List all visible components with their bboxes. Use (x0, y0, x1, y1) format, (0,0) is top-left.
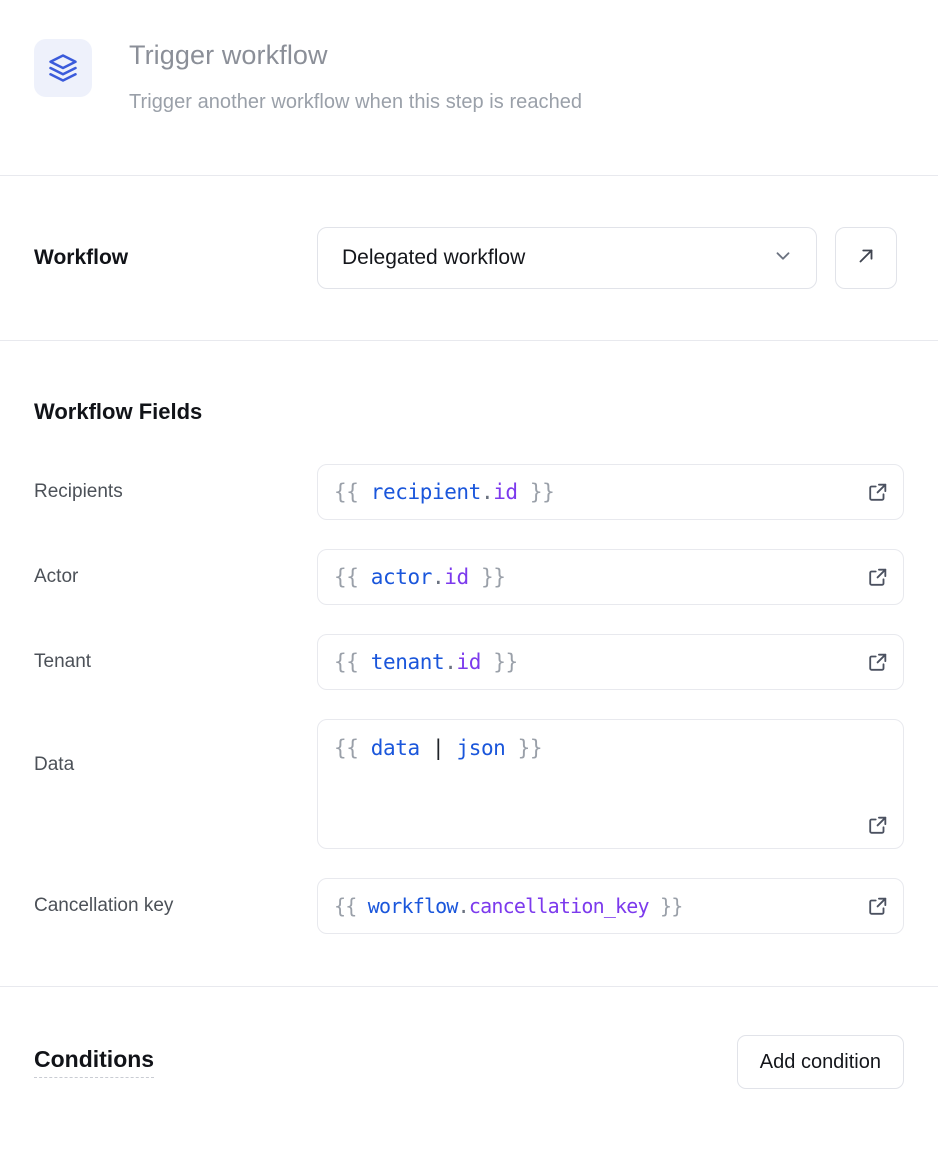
chevron-down-icon (772, 245, 794, 272)
template-input[interactable]: {{ data | json }} (317, 719, 904, 849)
field-label: Recipients (34, 481, 123, 502)
template-value: {{ recipient.id }} (334, 480, 555, 504)
external-link-icon[interactable] (867, 481, 889, 503)
field-row: Actor {{ actor.id }} (34, 549, 904, 605)
field-row: Tenant {{ tenant.id }} (34, 634, 904, 690)
workflow-fields-title: Workflow Fields (34, 399, 203, 424)
add-condition-button[interactable]: Add condition (736, 1034, 904, 1089)
template-input[interactable]: {{ recipient.id }} (317, 464, 904, 520)
field-label: Data (34, 754, 75, 775)
divider-header (0, 175, 938, 176)
conditions-title: Conditions (34, 1045, 155, 1078)
page-subtitle: Trigger another workflow when this step … (129, 91, 583, 113)
template-value: {{ workflow.cancellation_key }} (334, 894, 683, 918)
template-input[interactable]: {{ workflow.cancellation_key }} (317, 878, 904, 934)
field-label: Actor (34, 566, 79, 587)
open-workflow-button[interactable] (835, 227, 897, 289)
template-value: {{ tenant.id }} (334, 650, 518, 674)
template-value: {{ actor.id }} (334, 565, 506, 589)
external-link-icon[interactable] (867, 651, 889, 673)
workflow-fields-section: Workflow Fields Recipients {{ recipient.i… (0, 341, 938, 934)
field-row: Data {{ data | json }} (34, 719, 904, 849)
template-input[interactable]: {{ tenant.id }} (317, 634, 904, 690)
divider-fields (0, 986, 938, 987)
workflow-select[interactable]: Delegated workflow (317, 227, 817, 289)
layers-stack-icon (34, 39, 92, 97)
workflow-section: Workflow Delegated workflow (0, 176, 938, 340)
template-value: {{ data | json }} (334, 736, 543, 760)
step-header-text: Trigger workflow Trigger another workflo… (129, 36, 582, 117)
step-header: Trigger workflow Trigger another workflo… (0, 0, 938, 175)
workflow-select-value: Delegated workflow (342, 246, 526, 269)
field-label: Cancellation key (34, 895, 174, 916)
external-link-icon[interactable] (867, 566, 889, 588)
workflow-fields-list: Recipients {{ recipient.id }} Actor {{ acto… (34, 464, 904, 934)
arrow-up-right-icon (855, 245, 877, 272)
field-row: Recipients {{ recipient.id }} (34, 464, 904, 520)
page-title: Trigger workflow (129, 40, 328, 70)
template-input[interactable]: {{ actor.id }} (317, 549, 904, 605)
fields-bottom-spacer (0, 934, 938, 986)
external-link-icon[interactable] (867, 814, 889, 836)
field-label: Tenant (34, 651, 92, 672)
external-link-icon[interactable] (867, 895, 889, 917)
workflow-label: Workflow (34, 246, 129, 269)
conditions-section: Conditions Add condition (0, 987, 938, 1136)
field-row: Cancellation key {{ workflow.cancellation… (34, 878, 904, 934)
divider-workflow (0, 340, 938, 341)
